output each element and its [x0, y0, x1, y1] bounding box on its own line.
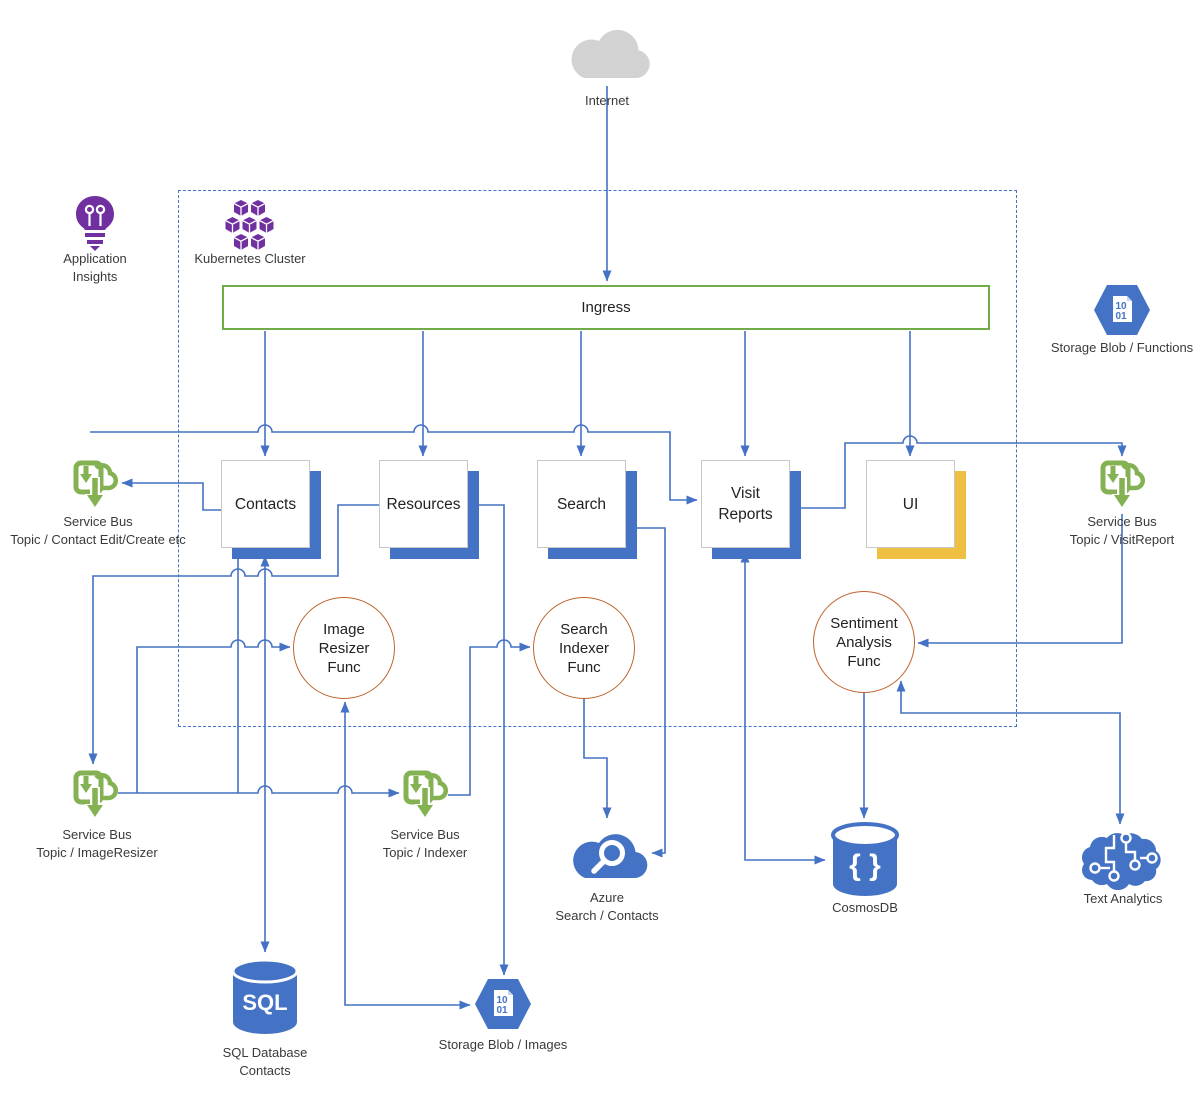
kubernetes-cluster-label: Kubernetes Cluster — [194, 251, 306, 266]
kubernetes-cluster-boundary — [178, 190, 1017, 727]
internet-cloud-icon — [557, 20, 657, 89]
sql-glyph: SQL — [242, 990, 287, 1015]
resources-service-box: Resources — [379, 460, 468, 548]
edge-sb-visitreport-func-sentiment — [917, 514, 1123, 648]
kubernetes-cluster-icon — [220, 198, 280, 257]
edge-func-sentiment-text-analytics — [896, 680, 1125, 825]
storage-blob-images-icon: 10 01 — [474, 978, 532, 1035]
internet-label: Internet — [584, 93, 630, 108]
service-bus-visitreport-label: Service Bus Topic / VisitReport — [1069, 514, 1175, 547]
visit-reports-service-box: Visit Reports — [701, 460, 790, 548]
service-bus-indexer-label: Service Bus Topic / Indexer — [382, 827, 468, 860]
search-indexer-func-circle: Search Indexer Func — [533, 597, 635, 699]
edge-func-image-storage-images — [340, 701, 471, 1010]
application-insights-icon — [71, 195, 119, 256]
cosmos-braces-glyph: { } — [849, 849, 881, 882]
cosmosdb-label: CosmosDB — [832, 900, 898, 915]
svg-text:10: 10 — [1115, 301, 1127, 312]
ui-service-box: UI — [866, 460, 955, 548]
sql-database-icon: SQL — [230, 958, 300, 1041]
edge-resources-storage-images — [467, 504, 509, 976]
service-bus-contact-label: Service Bus Topic / Contact Edit/Create … — [10, 514, 186, 547]
svg-text:10: 10 — [496, 995, 508, 1006]
edge-search-azure-search — [625, 527, 666, 858]
ingress-box: Ingress — [222, 285, 990, 330]
edge-visitreports-cosmosdb — [740, 551, 826, 865]
service-bus-imageresizer-label: Service Bus Topic / ImageResizer — [36, 827, 158, 860]
edge-contacts-sb-contact — [121, 478, 222, 511]
svg-text:01: 01 — [496, 1005, 508, 1016]
service-bus-contact-icon — [72, 460, 119, 517]
sentiment-analysis-func-circle: Sentiment Analysis Func — [813, 591, 915, 693]
text-analytics-icon — [1078, 828, 1162, 895]
storage-blob-images-label: Storage Blob / Images — [438, 1037, 568, 1052]
service-bus-imageresizer-icon — [72, 770, 119, 827]
edge-sb-indexer-func-search — [448, 639, 531, 796]
text-analytics-label: Text Analytics — [1083, 891, 1163, 906]
edge-resources-sb-imageresizer — [88, 504, 379, 765]
storage-blob-functions-label: Storage Blob / Functions — [1050, 340, 1194, 355]
search-service-box: Search — [537, 460, 626, 548]
image-resizer-func-circle: Image Resizer Func — [293, 597, 395, 699]
edge-func-search-azure-search — [583, 699, 612, 819]
azure-search-label: Azure Search / Contacts — [555, 890, 659, 923]
storage-blob-functions-icon: 10 01 — [1093, 284, 1151, 341]
edge-sb-imageresizer-sb-indexer — [118, 785, 400, 798]
contacts-service-box: Contacts — [221, 460, 310, 548]
ingress-label: Ingress — [581, 299, 631, 316]
application-insights-label: Application Insights — [63, 251, 127, 284]
svg-text:01: 01 — [1115, 311, 1127, 322]
edge-visitreports-sb-visitreport — [790, 435, 1127, 509]
service-bus-indexer-icon — [402, 770, 449, 827]
cosmosdb-icon: { } — [829, 822, 901, 903]
edge-sb-imageresizer-func-image — [136, 639, 291, 793]
service-bus-visitreport-icon — [1099, 460, 1146, 517]
azure-search-icon — [561, 822, 653, 887]
edge-rail-visitreports — [90, 424, 698, 505]
sql-database-label: SQL Database Contacts — [222, 1045, 308, 1078]
